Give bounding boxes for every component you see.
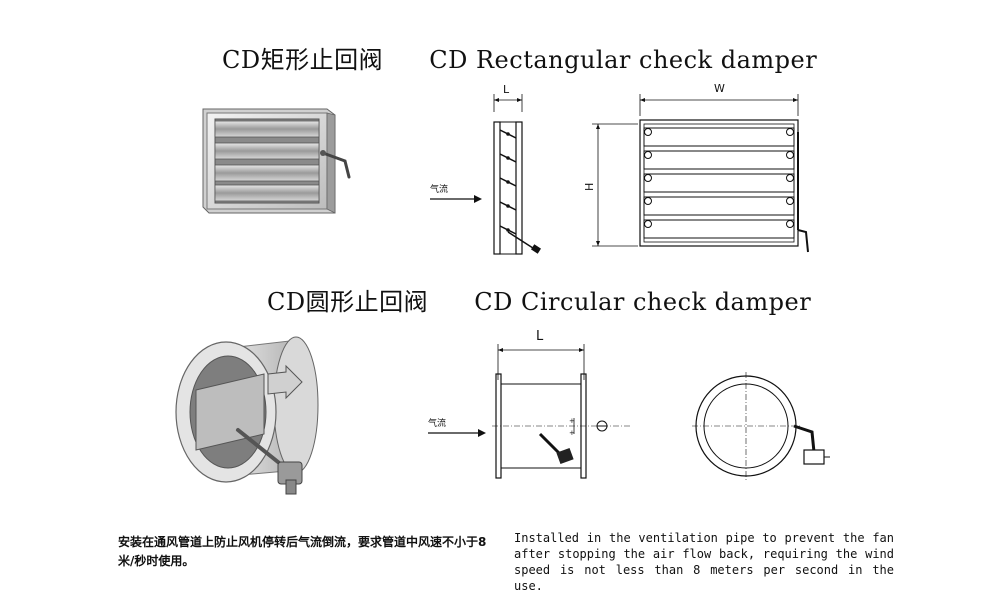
circular-airflow-arrow: 气流 xyxy=(428,417,486,437)
svg-text:+: + xyxy=(569,429,575,437)
circular-damper-photo xyxy=(175,336,319,495)
circular-front-view xyxy=(692,372,830,480)
svg-text:+: + xyxy=(569,417,575,425)
rectangular-airflow-label: 气流 xyxy=(430,183,448,195)
rectangular-dim-depth: L xyxy=(503,83,510,96)
circular-dim-length: L xyxy=(536,329,544,344)
rectangular-front-view: W H xyxy=(584,82,809,253)
rectangular-dim-width: W xyxy=(714,82,725,95)
rectangular-title-cn: CD矩形止回阀 xyxy=(222,46,384,74)
rectangular-damper-title: CD矩形止回阀 CD Rectangular check damper xyxy=(222,40,817,75)
rectangular-title-en: CD Rectangular check damper xyxy=(429,46,818,74)
description-en: Installed in the ventilation pipe to pre… xyxy=(514,531,894,593)
rectangular-dim-height: H xyxy=(584,183,596,191)
circular-title-en: CD Circular check damper xyxy=(474,288,812,316)
circular-damper-title: CD圆形止回阀 CD Circular check damper xyxy=(267,282,811,317)
circular-title-cn: CD圆形止回阀 xyxy=(267,288,429,316)
circular-airflow-label: 气流 xyxy=(428,417,446,429)
rectangular-side-view: L xyxy=(493,83,541,255)
rectangular-damper-photo xyxy=(202,108,351,214)
circular-side-view: L + + xyxy=(492,329,630,479)
description-cn: 安装在通风管道上防止风机停转后气流倒流，要求管道中风速不小于8米/秒时使用。 xyxy=(118,535,487,568)
rectangular-airflow-arrow: 气流 xyxy=(430,183,482,203)
